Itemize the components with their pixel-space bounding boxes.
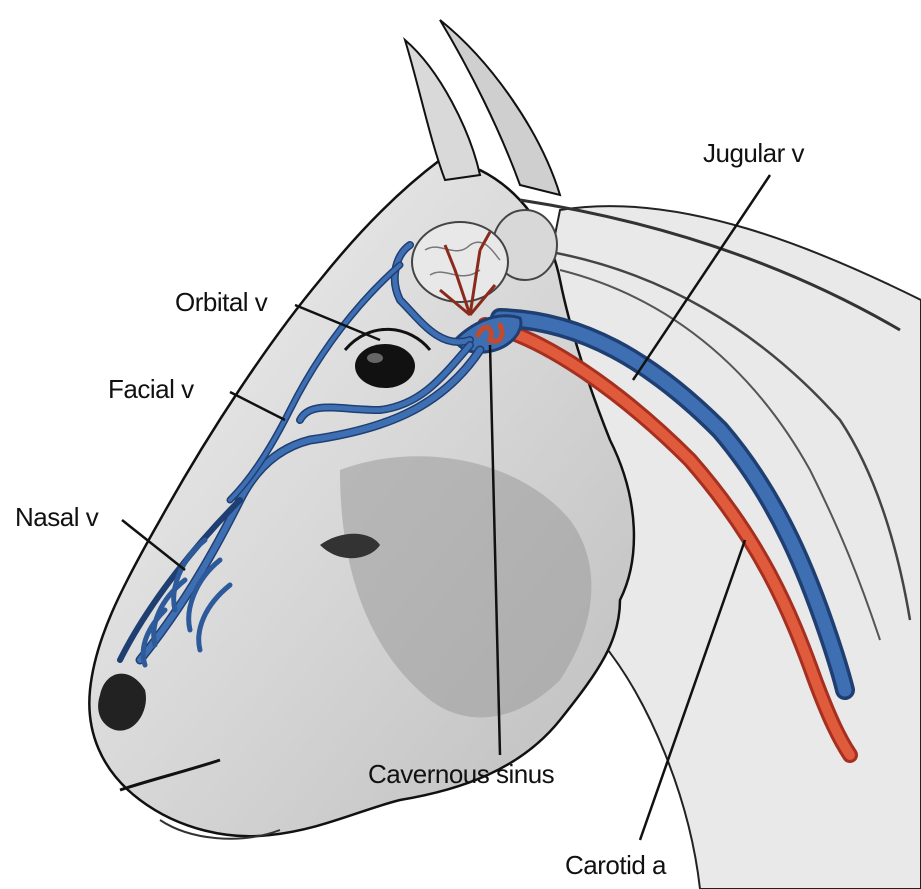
label-carotid-artery: Carotid a [565, 850, 666, 881]
label-cavernous-sinus: Cavernous sinus [368, 759, 554, 790]
eye-highlight [367, 353, 383, 363]
cerebrum [412, 222, 508, 302]
label-jugular-vein: Jugular v [703, 138, 804, 169]
label-facial-vein: Facial v [108, 374, 194, 405]
eye [355, 344, 415, 388]
label-nasal-vein: Nasal v [15, 502, 98, 533]
label-orbital-vein: Orbital v [175, 287, 267, 318]
